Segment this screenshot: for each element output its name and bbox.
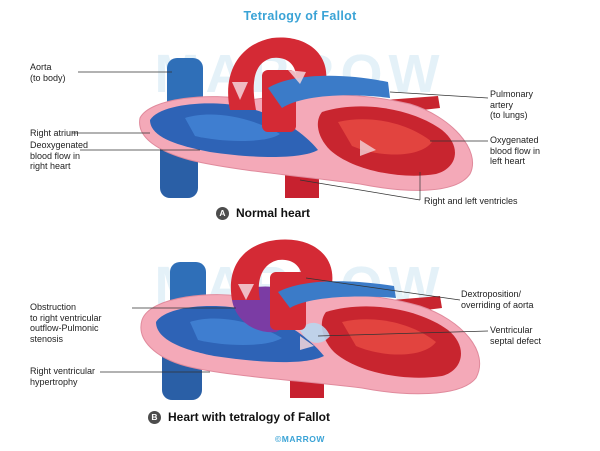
normal-heart-illustration: MARROW bbox=[72, 37, 489, 201]
flow-arrow-b2 bbox=[238, 284, 254, 300]
caption-a: A Normal heart bbox=[216, 206, 310, 220]
rv-inner-b bbox=[190, 318, 282, 345]
aortic-arch bbox=[228, 37, 327, 110]
overriding-aortic-arch bbox=[230, 239, 333, 300]
flow-arrow-a2 bbox=[288, 70, 306, 84]
caption-a-badge: A bbox=[216, 206, 229, 220]
lv-inner-b bbox=[342, 319, 436, 355]
caption-b-text: Heart with tetralogy of Fallot bbox=[168, 410, 331, 424]
diagram-title: Tetralogy of Fallot bbox=[243, 9, 357, 23]
pulmonary-artery-vessel bbox=[268, 75, 390, 108]
septal-defect bbox=[300, 322, 330, 343]
flow-arrow-a1 bbox=[232, 82, 248, 100]
flow-arrow-a3 bbox=[360, 140, 376, 156]
footer-brand: ©MARROW bbox=[275, 434, 325, 444]
tof-heart-illustration: MARROW bbox=[100, 239, 489, 400]
label-right-atrium: Right atrium bbox=[30, 128, 79, 138]
label-dextroposition: Dextroposition/overriding of aorta bbox=[461, 289, 534, 310]
pointers-b bbox=[100, 277, 489, 373]
flow-arrow-b1 bbox=[300, 336, 314, 350]
rv-inner bbox=[185, 114, 280, 141]
label-aorta: Aorta(to body) bbox=[30, 62, 66, 83]
stenotic-pulmonary-artery bbox=[278, 281, 396, 308]
label-ventricles: Right and left ventricles bbox=[424, 196, 518, 206]
caption-b: B Heart with tetralogy of Fallot bbox=[148, 410, 330, 424]
caption-b-badge: B bbox=[148, 410, 161, 424]
caption-a-text: Normal heart bbox=[236, 206, 311, 220]
pointers-a bbox=[72, 71, 489, 201]
